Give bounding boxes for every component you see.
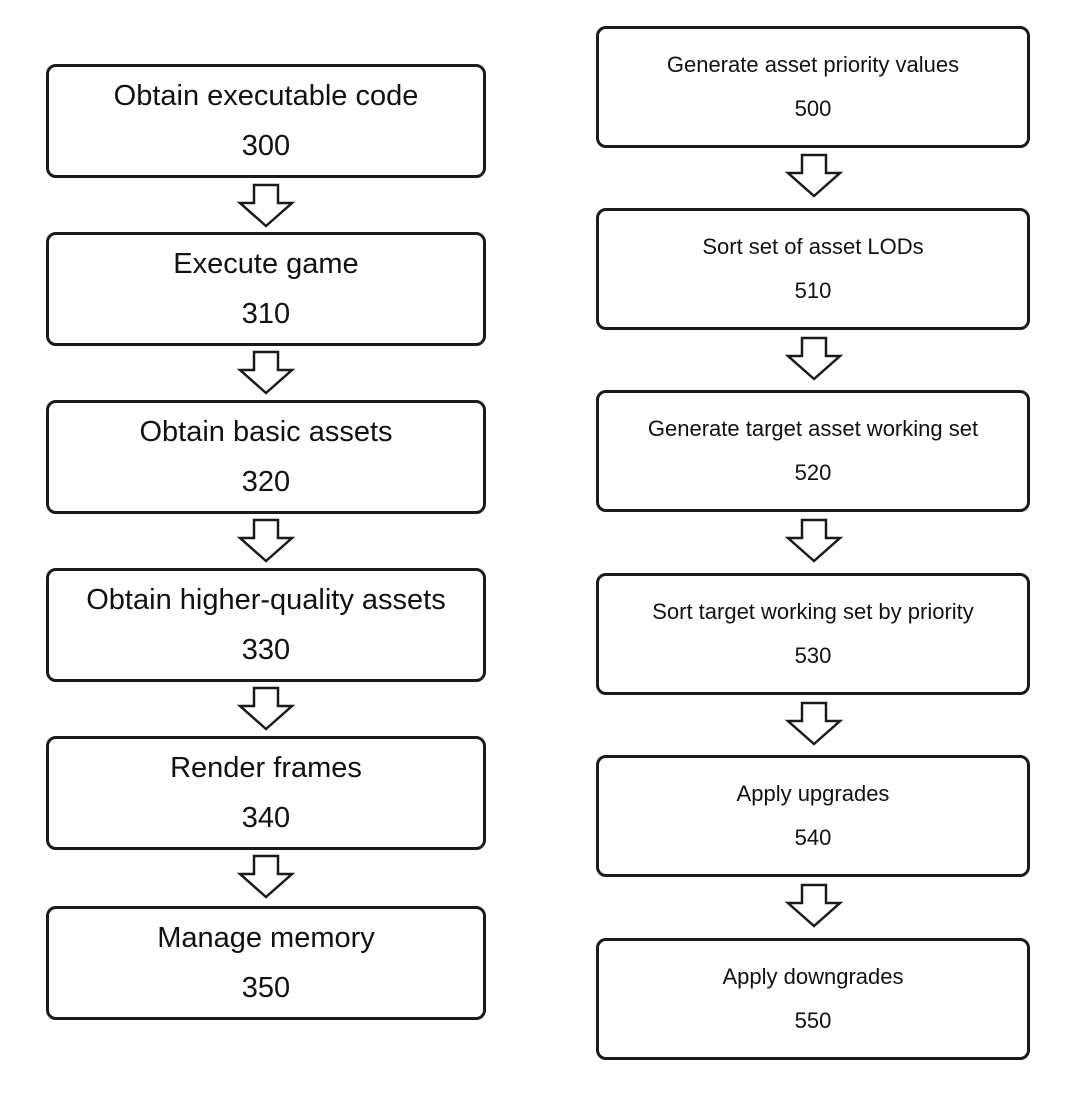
down-arrow-icon	[236, 518, 296, 564]
step-number: 350	[241, 972, 291, 1004]
step-number: 540	[794, 825, 832, 850]
step-310-box: Execute game 310	[46, 232, 486, 346]
step-label: Sort target working set by priority	[652, 599, 974, 624]
step-540-box: Apply upgrades 540	[596, 755, 1030, 877]
down-arrow-icon	[784, 336, 844, 382]
step-number: 500	[794, 96, 832, 121]
step-530-box: Sort target working set by priority 530	[596, 573, 1030, 695]
step-label: Apply upgrades	[736, 781, 890, 806]
step-number: 520	[794, 460, 832, 485]
step-number: 530	[794, 643, 832, 668]
step-label: Sort set of asset LODs	[702, 234, 924, 259]
down-arrow-icon	[784, 883, 844, 929]
step-label: Execute game	[173, 248, 359, 280]
step-number: 330	[241, 634, 291, 666]
down-arrow-icon	[236, 854, 296, 900]
step-number: 300	[241, 130, 291, 162]
step-500-box: Generate asset priority values 500	[596, 26, 1030, 148]
step-330-box: Obtain higher-quality assets 330	[46, 568, 486, 682]
step-label: Generate target asset working set	[647, 416, 979, 441]
step-number: 320	[241, 466, 291, 498]
step-300-box: Obtain executable code 300	[46, 64, 486, 178]
step-number: 340	[241, 802, 291, 834]
step-320-box: Obtain basic assets 320	[46, 400, 486, 514]
step-number: 510	[794, 278, 832, 303]
step-label: Manage memory	[157, 922, 375, 954]
down-arrow-icon	[236, 686, 296, 732]
step-label: Obtain higher-quality assets	[86, 584, 446, 616]
step-number: 550	[794, 1008, 832, 1033]
step-520-box: Generate target asset working set 520	[596, 390, 1030, 512]
step-label: Render frames	[170, 752, 362, 784]
step-label: Obtain executable code	[113, 80, 419, 112]
down-arrow-icon	[236, 183, 296, 229]
step-label: Generate asset priority values	[666, 52, 960, 77]
step-label: Apply downgrades	[722, 964, 904, 989]
down-arrow-icon	[784, 153, 844, 199]
step-340-box: Render frames 340	[46, 736, 486, 850]
step-350-box: Manage memory 350	[46, 906, 486, 1020]
step-550-box: Apply downgrades 550	[596, 938, 1030, 1060]
step-510-box: Sort set of asset LODs 510	[596, 208, 1030, 330]
step-number: 310	[241, 298, 291, 330]
down-arrow-icon	[784, 701, 844, 747]
down-arrow-icon	[784, 518, 844, 564]
down-arrow-icon	[236, 350, 296, 396]
step-label: Obtain basic assets	[139, 416, 393, 448]
